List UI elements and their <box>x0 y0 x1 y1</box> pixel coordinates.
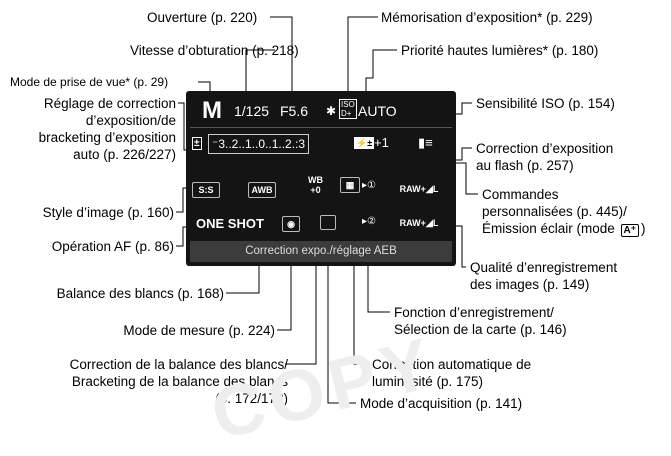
custom-controls-icon[interactable]: ▮≡ <box>418 135 433 150</box>
bottom-help-bar: Correction expo./réglage AEB <box>190 241 452 262</box>
label-commandes: Commandes personnalisées (p. 445)/ Émiss… <box>482 187 646 237</box>
flash-comp-value[interactable]: +1 <box>374 135 389 150</box>
label-correction-auto: Correction automatique de luminosité (p.… <box>372 357 532 389</box>
metering-mode-icon[interactable]: ◉ <box>282 216 300 232</box>
af-mode-value[interactable]: ONE SHOT <box>196 216 264 231</box>
label-acquisition: Mode d’acquisition (p. 141) <box>360 396 523 411</box>
label-correction-balance: Correction de la balance des blancs/ Bra… <box>69 357 288 406</box>
iso-value[interactable]: AUTO <box>358 103 397 119</box>
label-operation-af: Opération AF (p. 86) <box>51 239 174 254</box>
label-style: Style d’image (p. 160) <box>42 205 174 220</box>
auto-lighting-optimizer-icon[interactable]: ▦ <box>340 177 360 193</box>
aperture-value[interactable]: F5.6 <box>280 103 309 119</box>
ae-lock-icon: ✱ <box>326 104 337 118</box>
label-ouverture: Ouverture (p. 220) <box>147 10 258 25</box>
shooting-mode-value[interactable]: M <box>202 97 222 124</box>
label-memorisation: Mémorisation d’exposition* (p. 229) <box>381 10 593 25</box>
label-fonction: Fonction d’enregistrement/ Sélection de … <box>394 305 567 337</box>
divider <box>190 127 452 128</box>
flash-mode-icon: A⁺ <box>620 224 640 237</box>
exposure-scale[interactable]: ⁻3..2..1..0..1..2.:3 <box>208 134 310 154</box>
image-quality-1[interactable]: RAW+◢L <box>399 184 439 194</box>
flash-comp-icon: ⚡± <box>354 137 375 149</box>
wb-correction-icon[interactable]: WB+0 <box>308 175 323 195</box>
card-select-1-icon: ▸① <box>362 180 376 191</box>
label-sensibilite: Sensibilité ISO (p. 154) <box>476 96 615 111</box>
label-priorite: Priorité hautes lumières* (p. 180) <box>401 43 599 58</box>
label-balance: Balance des blancs (p. 168) <box>56 286 224 301</box>
label-vitesse: Vitesse d’obturation (p. 218) <box>130 43 299 58</box>
exposure-comp-icon: ± <box>192 137 202 150</box>
image-quality-2[interactable]: RAW+◢L <box>399 218 439 228</box>
label-mesure: Mode de mesure (p. 224) <box>123 323 275 338</box>
label-mode-prise: Mode de prise de vue* (p. 29) <box>10 75 169 89</box>
drive-mode-icon[interactable] <box>320 215 336 230</box>
label-correction-flash: Correction d’exposition au flash (p. 257… <box>476 141 614 173</box>
white-balance-value[interactable]: AWB <box>248 182 276 198</box>
label-qualite: Qualité d’enregistrement des images (p. … <box>470 260 618 292</box>
picture-style-icon[interactable]: S:S <box>192 182 220 198</box>
label-reglage: Réglage de correction d’exposition/de br… <box>38 96 176 162</box>
shutter-speed-value[interactable]: 1/125 <box>234 103 270 119</box>
card-select-2-icon: ▸② <box>362 216 376 227</box>
